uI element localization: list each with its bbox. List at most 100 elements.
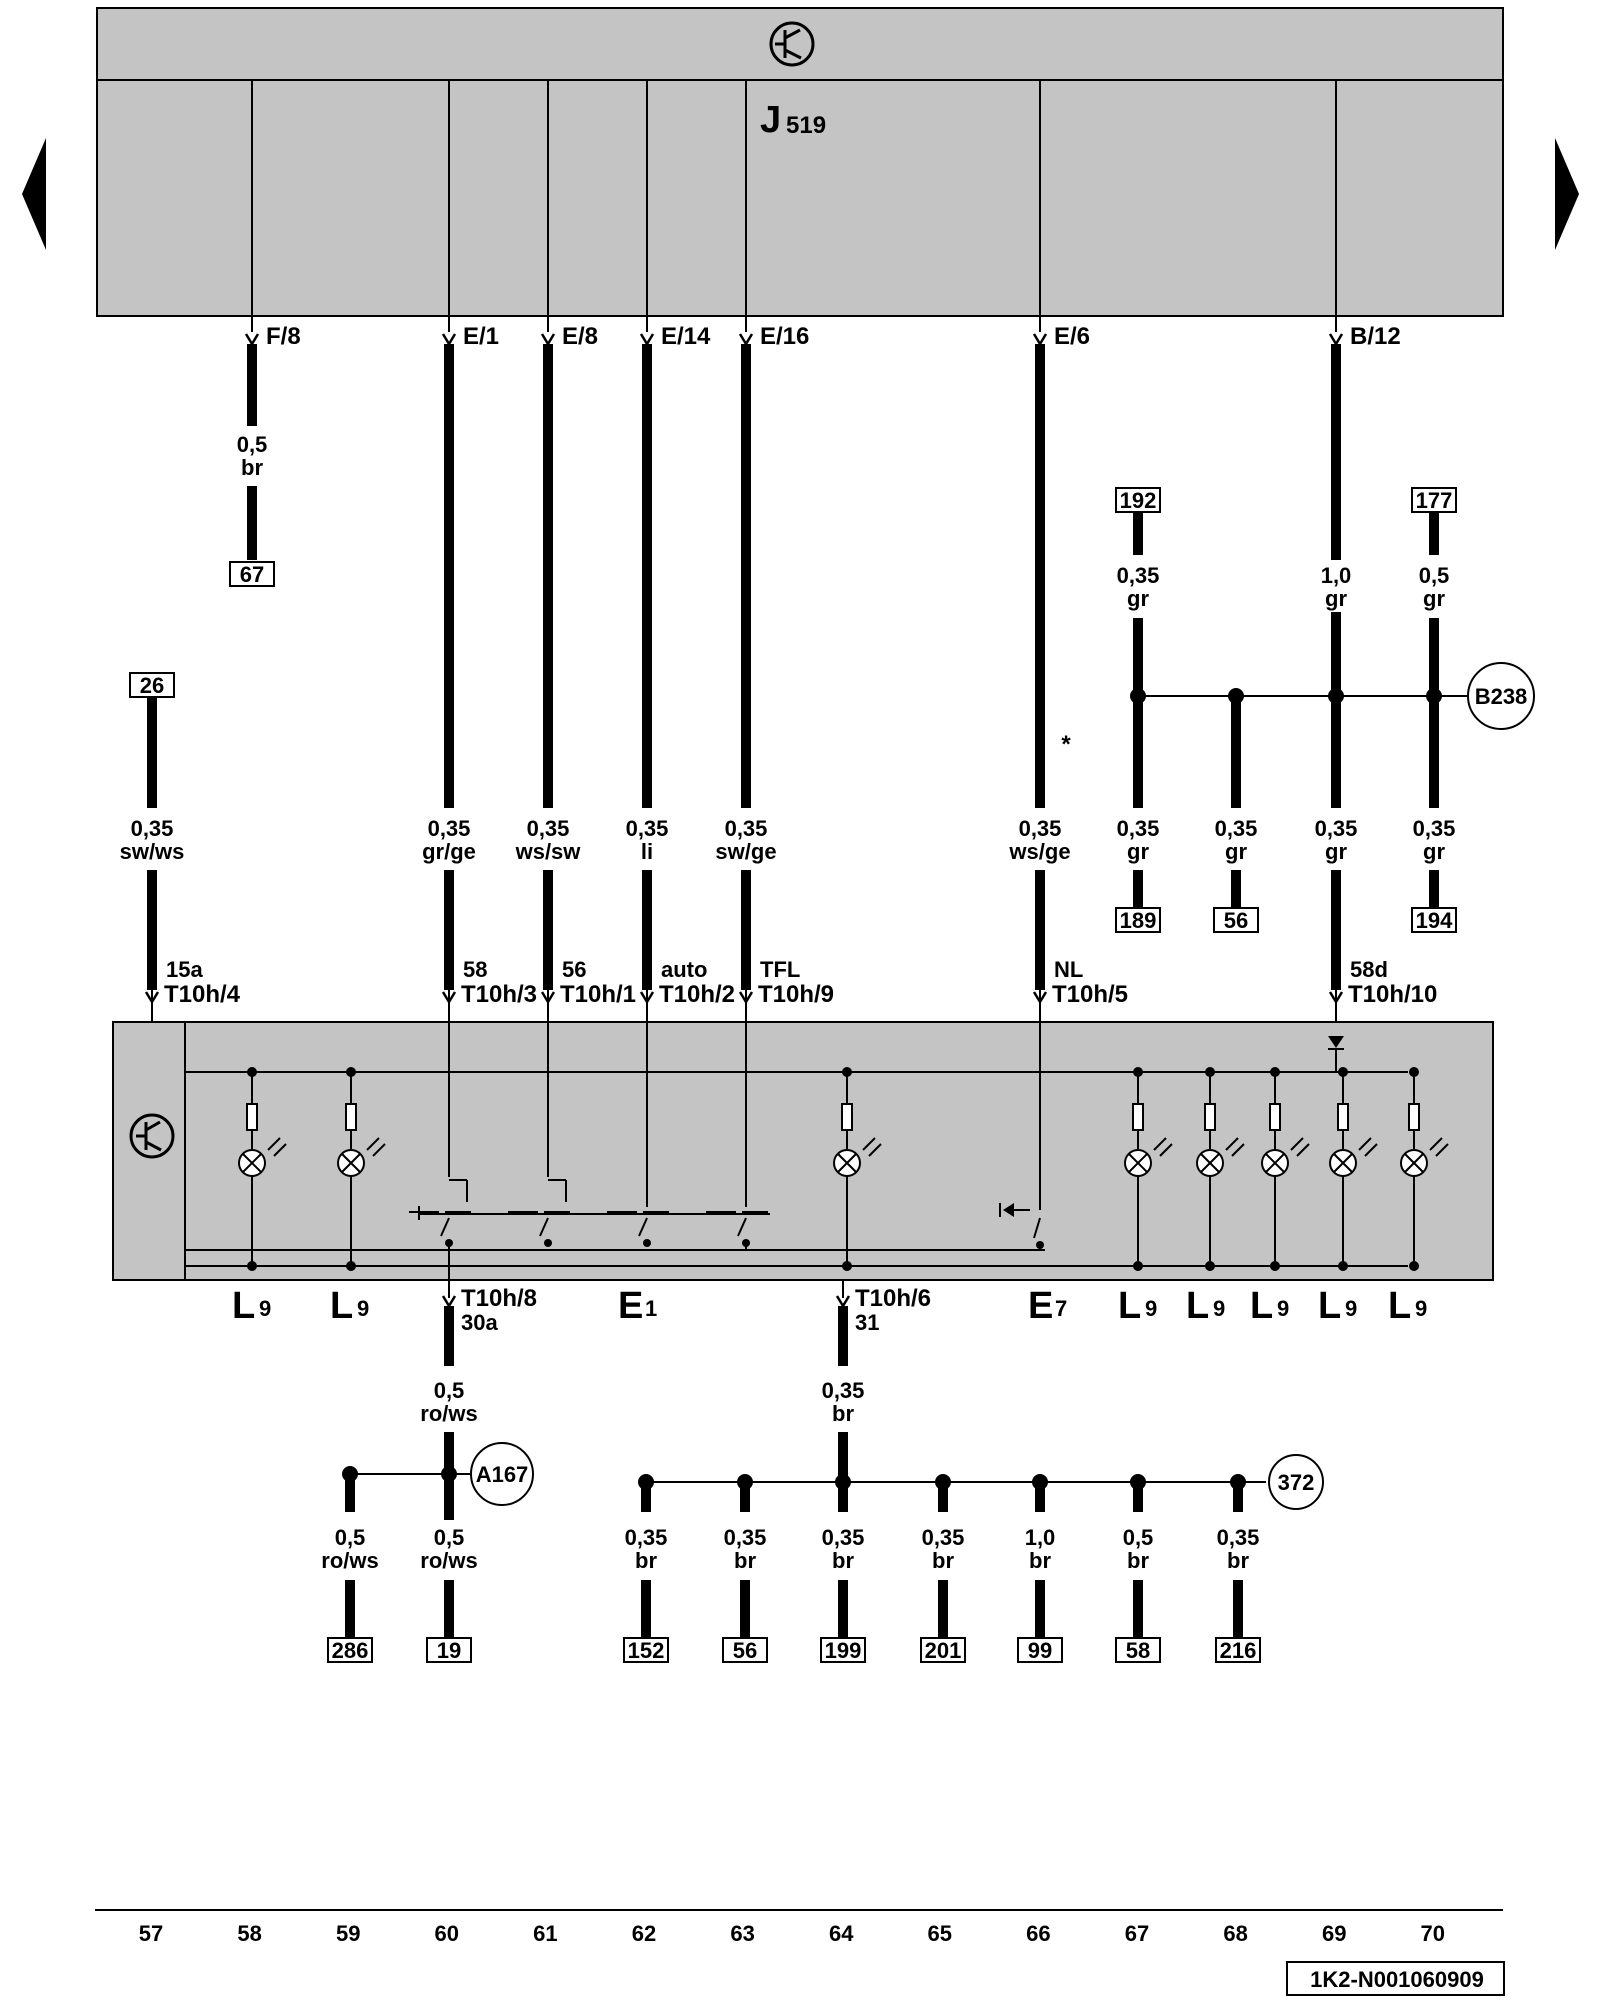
indicator-lamp-icon [833, 1067, 882, 1271]
switch-pivot-dot [643, 1239, 651, 1247]
ecu-connector-label: F/8 [266, 323, 301, 350]
lamp-resistor [1337, 1103, 1349, 1131]
wire-size: 0,5 [1419, 563, 1450, 588]
switch-pin-label: T10h/10 [1348, 981, 1437, 1008]
indicator-lamp-icon [1196, 1067, 1245, 1271]
diagram-id-box: 1K2-N001060909 [1286, 1961, 1505, 1996]
lamp-resistor [345, 1103, 357, 1131]
connector-arrow-icon [441, 333, 457, 347]
connector-arrow-icon [441, 991, 457, 1005]
control-unit-j519: J 519 [96, 7, 1504, 317]
prev-page-arrow-icon[interactable] [22, 138, 46, 250]
wire-size: 0,35 [131, 816, 174, 841]
switch-function-label: 15a [166, 957, 203, 982]
junction-372: 372 [1268, 1454, 1324, 1510]
lamp-ray [1153, 1137, 1167, 1151]
reference-box-192: 192 [1115, 487, 1161, 513]
ecu-connector-label: B/12 [1350, 323, 1401, 350]
reference-box-216: 216 [1215, 1637, 1261, 1663]
next-page-arrow-icon[interactable] [1555, 138, 1579, 250]
column-number: 64 [829, 1921, 854, 1946]
wire-size: 0,35 [822, 1378, 865, 1403]
indicator-lamp-icon [1329, 1067, 1378, 1271]
wire-color: br [1127, 1548, 1149, 1573]
lamp-bottom-dot [1338, 1261, 1348, 1271]
wire-color: br [734, 1548, 756, 1573]
connector-arrow-icon [244, 333, 260, 347]
wire-size: 0,35 [626, 816, 669, 841]
switch-function-label: TFL [760, 957, 800, 982]
lamp-resistor [1132, 1103, 1144, 1131]
ecu-connector-label: E/6 [1054, 323, 1090, 350]
reference-box-label: 194 [1416, 908, 1453, 933]
reference-box-286: 286 [327, 1637, 373, 1663]
wire-color: br [1227, 1548, 1249, 1573]
wire-size: 0,35 [625, 1525, 668, 1550]
wire-color: sw/ws [120, 839, 185, 864]
switch-pin-label: T10h/2 [659, 981, 735, 1008]
reference-box-label: 58 [1126, 1638, 1150, 1663]
wire-color: br [635, 1548, 657, 1573]
wire-size: 0,35 [1315, 816, 1358, 841]
reference-box-67: 67 [229, 561, 275, 587]
reference-box-177: 177 [1411, 487, 1457, 513]
lamp-ray [1231, 1143, 1245, 1157]
wire-color: gr [1423, 586, 1445, 611]
reference-box-19: 19 [426, 1637, 472, 1663]
lamp-ray [1364, 1143, 1378, 1157]
reference-box-frame [1411, 487, 1457, 513]
column-number: 58 [237, 1921, 261, 1946]
junction-circle-ring [470, 1442, 534, 1506]
connector-arrow-icon [540, 991, 556, 1005]
component-index: 9 [1213, 1296, 1225, 1321]
lamp-ray [1159, 1143, 1173, 1157]
lamp-resistor [1204, 1103, 1216, 1131]
lamp-bottom-dot [1133, 1261, 1143, 1271]
indicator-lamp-icon [1124, 1067, 1173, 1271]
wire-size: 1,0 [1321, 563, 1352, 588]
switch-blade [440, 1217, 450, 1237]
wire-size: 0,5 [1123, 1525, 1154, 1550]
reference-box-label: 216 [1220, 1638, 1257, 1663]
connector-arrow-icon [1032, 991, 1048, 1005]
ecu-connector-label: E/16 [760, 323, 809, 350]
column-number: 70 [1421, 1921, 1445, 1946]
component-label: L [232, 1285, 255, 1327]
connector-arrow-icon [1328, 991, 1344, 1005]
lower-func-label: 31 [855, 1310, 879, 1335]
wire-size: 0,35 [1215, 816, 1258, 841]
connector-arrow-icon [738, 991, 754, 1005]
lamp-ray [372, 1143, 386, 1157]
lamp-resistor [841, 1103, 853, 1131]
switch-blade [737, 1217, 747, 1237]
lamp-ray [1296, 1143, 1310, 1157]
wire-color: ws/sw [515, 839, 582, 864]
lamp-bottom-dot [842, 1261, 852, 1271]
column-number: 66 [1026, 1921, 1050, 1946]
wire-color: br [241, 455, 263, 480]
reference-box-label: 56 [733, 1638, 757, 1663]
wire-color: br [1029, 1548, 1051, 1573]
component-label: E [618, 1285, 643, 1327]
reference-box-frame [1115, 907, 1161, 933]
reference-box-99: 99 [1017, 1637, 1063, 1663]
reference-box-frame [623, 1637, 669, 1663]
lower-pin-label: T10h/8 [461, 1285, 537, 1312]
wire-size: 0,35 [1019, 816, 1062, 841]
column-number: 63 [730, 1921, 754, 1946]
b238-junction-dot [1426, 688, 1442, 704]
reference-box-56: 56 [722, 1637, 768, 1663]
junction-a167: A167 [470, 1442, 534, 1506]
column-number: 59 [336, 1921, 360, 1946]
reference-box-label: 56 [1224, 908, 1248, 933]
wire-color: gr [1423, 839, 1445, 864]
asterisk-note: * [1061, 731, 1071, 758]
connector-arrow-icon [144, 991, 160, 1005]
diode-icon [1328, 1036, 1344, 1048]
reference-box-189: 189 [1115, 907, 1161, 933]
lamp-cross [1265, 1153, 1285, 1173]
reference-box-label: 286 [332, 1638, 369, 1663]
lower-pin-label: T10h/6 [855, 1285, 931, 1312]
connector-arrow-icon [1328, 333, 1344, 347]
